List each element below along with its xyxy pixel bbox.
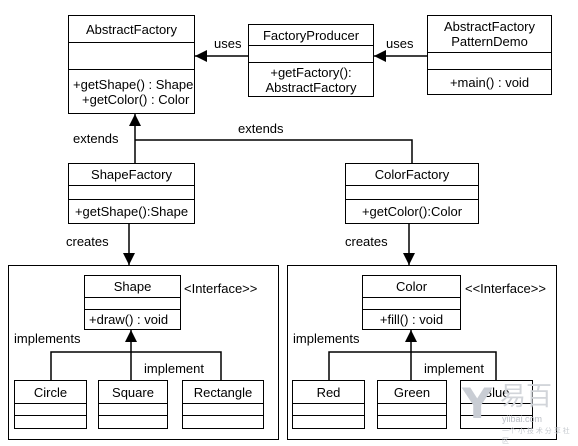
shape-interface-name: Shape <box>113 279 152 294</box>
factory-producer-class[interactable]: FactoryProducer +getFactory(): AbstractF… <box>248 24 374 97</box>
pattern-demo-method: +main() : void <box>449 74 530 90</box>
uses-label-left: uses <box>214 36 242 51</box>
shape-factory-method: +getShape():Shape <box>74 204 189 219</box>
square-class[interactable]: Square <box>98 380 168 429</box>
watermark-name: 易百 <box>500 382 553 412</box>
rectangle-class[interactable]: Rectangle <box>182 380 264 429</box>
color-interface-method: +fill() : void <box>379 312 444 327</box>
color-interface-class[interactable]: Color +fill() : void <box>362 275 461 330</box>
abstract-factory-class[interactable]: AbstractFactory +getShape() : Shape +get… <box>68 15 195 114</box>
red-class[interactable]: Red <box>292 380 365 429</box>
color-interface-name: Color <box>395 279 428 294</box>
red-name: Red <box>316 384 341 400</box>
implements-right-bar <box>328 351 497 380</box>
extends-label-top: extends <box>238 121 284 136</box>
color-factory-class[interactable]: ColorFactory +getColor():Color <box>345 163 479 224</box>
color-factory-name: ColorFactory <box>374 167 450 182</box>
implement-label-left: implement <box>144 361 204 376</box>
blue-name: Blue <box>483 384 510 400</box>
shape-package-frame <box>8 265 279 440</box>
extends-arrow-right <box>135 139 413 163</box>
green-class[interactable]: Green <box>377 380 447 429</box>
color-factory-method: +getColor():Color <box>361 204 463 219</box>
rectangle-name: Rectangle <box>193 384 253 400</box>
shape-stereotype: <Interface>> <box>184 281 258 296</box>
implements-label-right: implements <box>293 331 360 346</box>
circle-name: Circle <box>33 384 68 400</box>
abstract-factory-name: AbstractFactory <box>85 21 178 37</box>
pattern-demo-class[interactable]: AbstractFactory PatternDemo +main() : vo… <box>427 15 552 95</box>
yiibai-watermark: Y 易百 yiibai.com 一个 小 技 术 分 享 社 区 <box>462 379 574 446</box>
shape-factory-class[interactable]: ShapeFactory +getShape():Shape <box>68 163 195 224</box>
factory-producer-name: FactoryProducer <box>262 27 360 43</box>
uses-label-right: uses <box>386 36 414 51</box>
extends-label-left: extends <box>73 131 119 146</box>
watermark-url: yiibai.com <box>502 414 543 424</box>
color-package-frame <box>287 265 557 440</box>
watermark-logo-icon: Y <box>462 379 493 428</box>
abstract-factory-method-1: +getShape() : Shape <box>73 76 194 92</box>
green-name: Green <box>393 384 431 400</box>
shape-interface-class[interactable]: Shape +draw() : void <box>84 275 181 330</box>
factory-producer-method-1: +getFactory(): <box>270 64 352 80</box>
implements-label-left: implements <box>14 331 81 346</box>
implements-left-bar <box>50 351 222 380</box>
square-name: Square <box>112 384 154 400</box>
pattern-demo-name-line-2: PatternDemo <box>451 34 528 49</box>
watermark-tagline: 一个 小 技 术 分 享 社 区 <box>502 428 570 445</box>
color-stereotype: <<Interface>> <box>465 281 546 296</box>
circle-class[interactable]: Circle <box>14 380 87 429</box>
abstract-factory-method-2: +getColor() : Color <box>82 91 190 107</box>
shape-interface-method: +draw() : void <box>89 312 169 327</box>
blue-class[interactable]: Blue <box>460 380 533 429</box>
factory-producer-method-2: AbstractFactory <box>265 79 357 95</box>
creates-label-left: creates <box>66 234 109 249</box>
creates-label-right: creates <box>345 234 388 249</box>
implement-label-right: implement <box>424 361 484 376</box>
shape-factory-name: ShapeFactory <box>91 167 172 182</box>
pattern-demo-name-line-1: AbstractFactory <box>443 19 536 34</box>
